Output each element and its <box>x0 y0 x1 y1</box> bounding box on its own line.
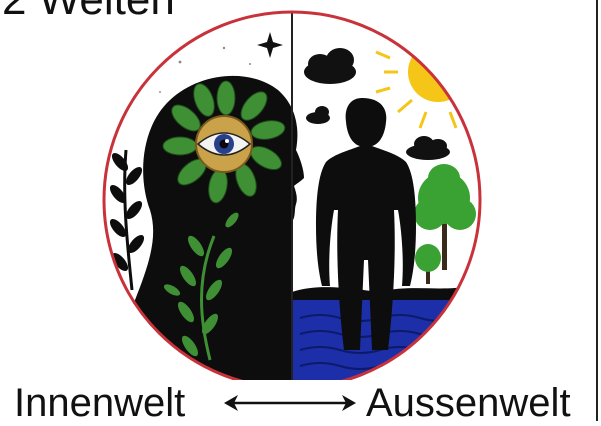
two-worlds-illustration <box>0 0 601 380</box>
label-innenwelt: Innenwelt <box>14 380 185 426</box>
eye-icon <box>196 116 252 172</box>
double-arrow-icon <box>222 391 358 415</box>
water <box>292 300 502 380</box>
label-aussenwelt: Aussenwelt <box>366 380 571 426</box>
bottom-labels: Innenwelt Aussenwelt <box>14 380 594 426</box>
